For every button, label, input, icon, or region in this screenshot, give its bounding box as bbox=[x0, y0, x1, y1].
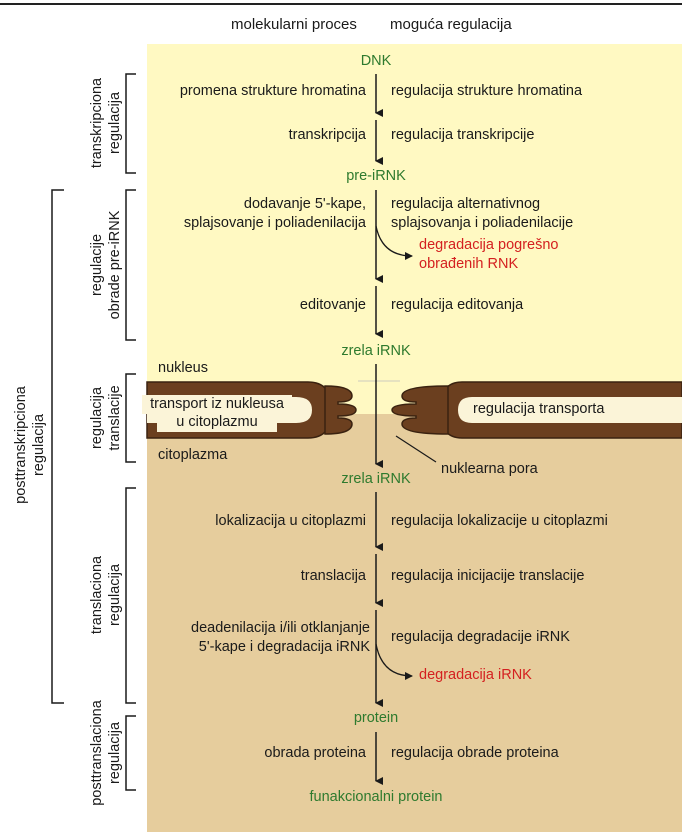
nucleus-area bbox=[147, 44, 682, 414]
bracket-obrade bbox=[125, 189, 136, 341]
pore-pointer bbox=[395, 435, 437, 463]
regulation-transkripcija: regulacija transkripcije bbox=[391, 127, 535, 143]
product-protein: protein bbox=[353, 710, 399, 726]
pore-lobes-left bbox=[324, 385, 357, 435]
process-deadenilacija-line2: 5'-kape i degradacija iRNK bbox=[198, 639, 370, 655]
bracket-posttranslaciona bbox=[125, 715, 136, 791]
pore-lobes-right bbox=[391, 385, 449, 435]
regulation-translacija: regulacija inicijacije translacije bbox=[391, 568, 585, 584]
product-zrela-irnk-cytoplasm: zrela iRNK bbox=[341, 471, 411, 487]
product-pre-irnk: pre-iRNK bbox=[346, 168, 406, 184]
process-deadenilacija-line1: deadenilacija i/ili otklanjanje bbox=[191, 620, 370, 636]
degradation-pogresno-line2: obrađenih RNK bbox=[419, 256, 519, 272]
product-funkcionalni-protein: funakcionalni protein bbox=[309, 789, 443, 805]
product-dnk: DNK bbox=[360, 53, 392, 69]
process-obrada-line1: dodavanje 5'-kape, bbox=[243, 196, 366, 212]
header-possible-regulation: moguća regulacija bbox=[390, 16, 512, 33]
branch-arrow-degradacija-rnk bbox=[375, 225, 413, 260]
process-transport-line2: u citoplazmu bbox=[157, 413, 277, 432]
label-nuklearna-pora: nuklearna pora bbox=[441, 461, 538, 477]
process-hromatin: promena strukture hromatina bbox=[179, 83, 366, 99]
process-obrada-line2: splajsovanje i poliadenilacija bbox=[183, 215, 366, 231]
regulation-transport: regulacija transporta bbox=[473, 400, 605, 419]
process-editovanje: editovanje bbox=[299, 297, 366, 313]
bracket-translaciona bbox=[125, 487, 136, 704]
regulation-obrada-line2: splajsovanja i poliadenilacije bbox=[391, 215, 574, 231]
process-transkripcija: transkripcija bbox=[288, 127, 366, 143]
process-lokalizacija: lokalizacija u citoplazmi bbox=[215, 513, 366, 529]
process-obrada-proteina: obrada proteina bbox=[264, 745, 366, 761]
cytoplasm-area bbox=[147, 414, 682, 832]
process-transport-line1: transport iz nukleusa bbox=[142, 395, 292, 414]
header-molecular-process: molekularni proces bbox=[231, 16, 357, 33]
bracket-posttranskripciona bbox=[51, 189, 64, 704]
label-nukleus: nukleus bbox=[158, 360, 208, 376]
regulation-lokalizacija: regulacija lokalizacije u citoplazmi bbox=[391, 513, 608, 529]
regulation-deadenilacija: regulacija degradacije iRNK bbox=[391, 629, 570, 645]
regulation-obrada-line1: regulacija alternativnog bbox=[391, 196, 541, 212]
process-translacija: translacija bbox=[300, 568, 366, 584]
degradation-pogresno-line1: degradacija pogrešno bbox=[419, 237, 559, 253]
product-zrela-irnk-nucleus: zrela iRNK bbox=[341, 343, 411, 359]
top-rule bbox=[0, 3, 682, 5]
bracket-translacije bbox=[125, 373, 136, 463]
label-citoplazma: citoplazma bbox=[158, 447, 228, 463]
regulation-editovanje: regulacija editovanja bbox=[391, 297, 524, 313]
regulation-hromatin: regulacija strukture hromatina bbox=[391, 83, 583, 99]
degradation-irnk: degradacija iRNK bbox=[419, 667, 532, 683]
bracket-transkripciona bbox=[125, 73, 136, 174]
regulation-obrada-proteina: regulacija obrade proteina bbox=[391, 745, 559, 761]
branch-arrow-degradacija-irnk bbox=[375, 643, 413, 680]
